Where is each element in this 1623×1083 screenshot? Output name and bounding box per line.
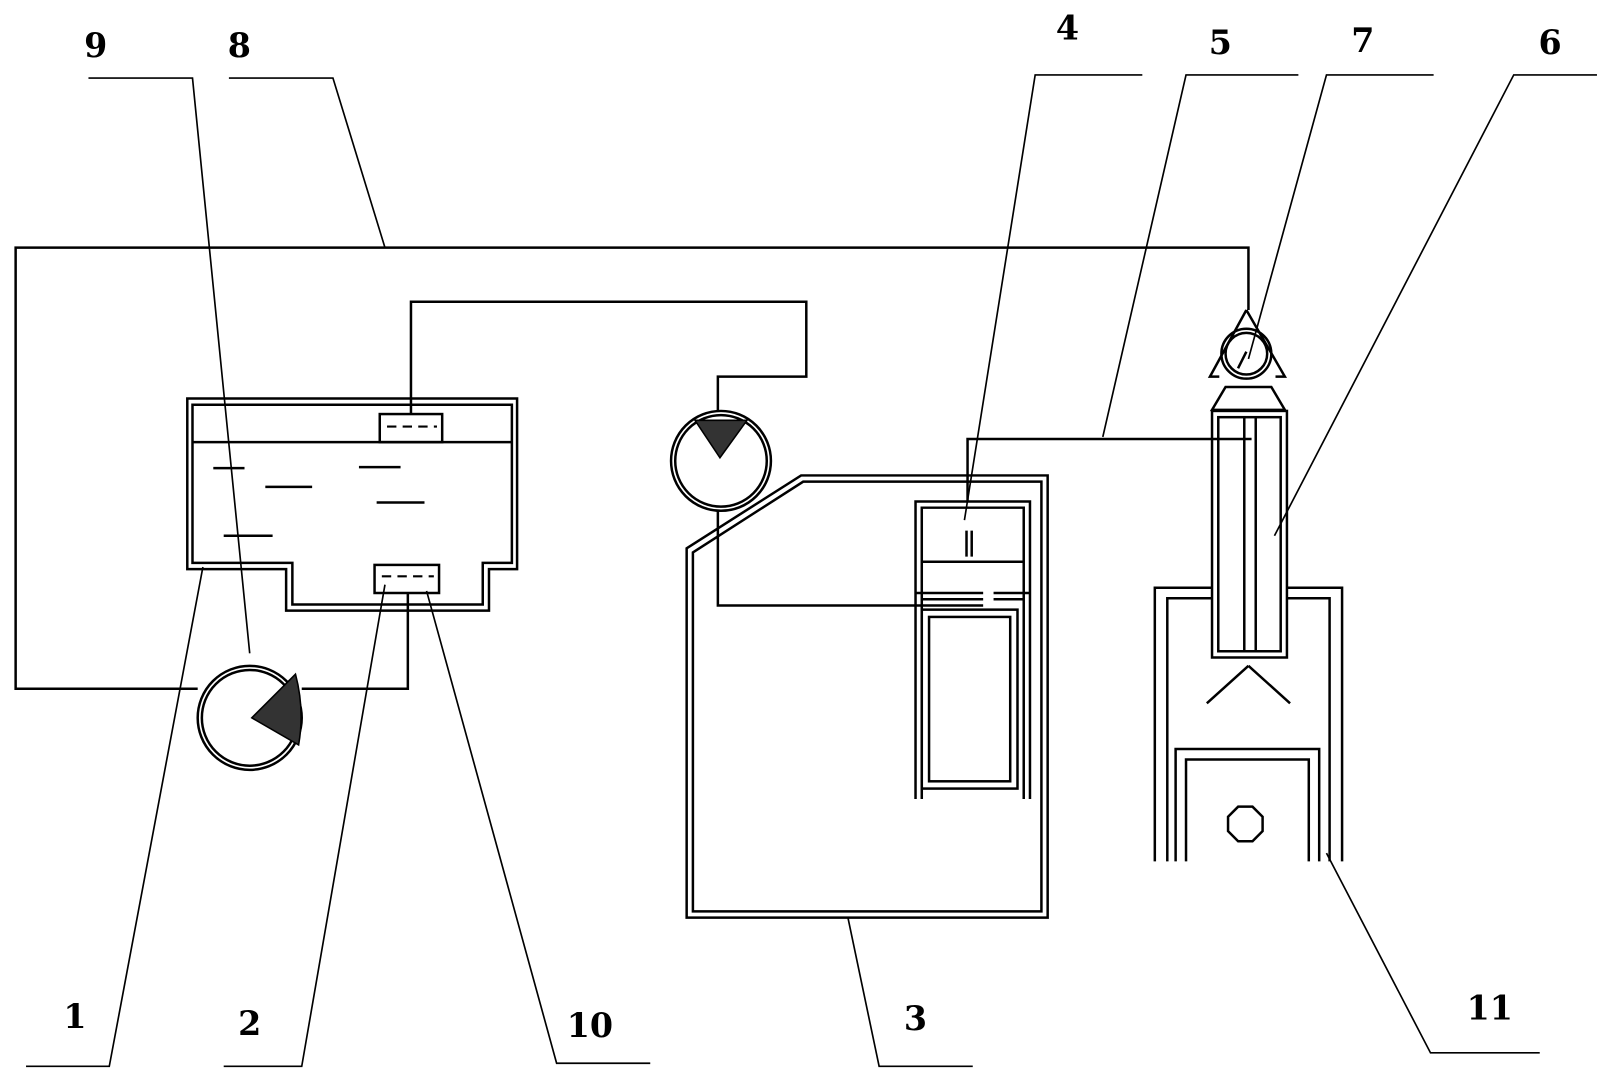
housing-3-inner: [693, 482, 1042, 912]
cylinder-4: [916, 501, 1030, 799]
housing-3-outer: [687, 475, 1048, 917]
leader-line-1: [26, 567, 203, 1066]
leader-line-2: [224, 585, 385, 1067]
engine-cylinder-11-inner-wall: [1167, 598, 1329, 861]
cylinder-4-piston-plate: [916, 593, 1030, 599]
tank: [187, 398, 517, 610]
injector-6-spray: [1207, 666, 1290, 703]
tank-inner-wall: [192, 405, 511, 605]
engine-cylinder-11: [1155, 588, 1342, 862]
check-valve-7-pointer: [1238, 352, 1246, 369]
housing-3: [687, 475, 1048, 917]
engine-piston-outer: [1176, 749, 1320, 861]
upper-filter-body: [380, 414, 442, 442]
callout-4: 4: [1056, 9, 1079, 48]
callout-10: 10: [567, 1006, 613, 1045]
engine-piston-inner: [1186, 759, 1309, 861]
callout-2: 2: [238, 1004, 261, 1043]
leader-line-7: [1248, 75, 1433, 359]
pipe-8: [16, 248, 1249, 689]
check-valve-7: [1210, 310, 1285, 410]
cylinder-4-plunger-outer: [922, 610, 1018, 789]
leader-line-6: [1274, 75, 1597, 536]
leader-line-9: [88, 78, 249, 653]
tank-outer-wall: [187, 398, 517, 610]
pump-9-rotor: [252, 674, 301, 745]
callout-5: 5: [1209, 23, 1232, 62]
callout-7: 7: [1351, 21, 1374, 60]
pump-9-suction-pipe: [302, 593, 408, 689]
cylinder-4-valve-stem: [967, 531, 972, 557]
upper-pump-rotor: [695, 420, 747, 457]
upper-pump-outlet-pipe: [718, 511, 983, 606]
pipe-5: [968, 439, 1252, 502]
injector-6-inner: [1218, 417, 1280, 651]
pump-9: [198, 666, 302, 770]
callout-6: 6: [1539, 23, 1562, 62]
leader-line-3: [848, 918, 973, 1067]
tank-fluid-marks: [213, 467, 424, 536]
cylinder-4-plunger-inner: [929, 617, 1010, 781]
injector-6-needle: [1244, 417, 1255, 651]
upper-pump: [671, 411, 771, 511]
upper-filter: [380, 414, 442, 442]
callout-8: 8: [228, 26, 251, 65]
callout-11: 11: [1467, 989, 1513, 1028]
leader-line-10: [427, 591, 651, 1063]
leader-line-4: [964, 75, 1142, 520]
check-valve-7-connector: [1212, 387, 1285, 410]
callout-1: 1: [63, 997, 86, 1036]
piston-pin: [1228, 807, 1263, 842]
engine-cylinder-11-outer-wall: [1155, 588, 1342, 862]
callout-9: 9: [84, 26, 107, 65]
leader-line-5: [1103, 75, 1299, 437]
leader-line-8: [229, 78, 385, 248]
injector-6: [1207, 411, 1290, 703]
check-valve-7-frame: [1210, 310, 1285, 377]
callout-3: 3: [904, 999, 927, 1038]
callout-labels: 9 8 4 5 7 6 1 2 10 3 11: [63, 9, 1561, 1046]
